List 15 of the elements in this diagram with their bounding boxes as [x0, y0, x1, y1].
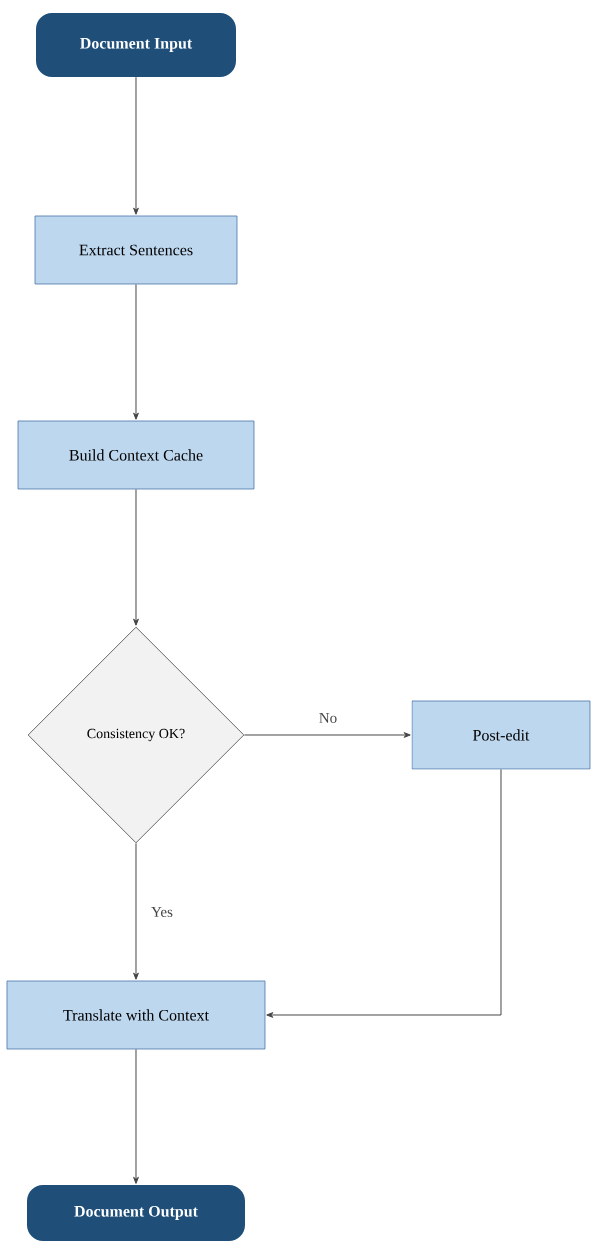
arrow — [243, 732, 411, 738]
arrow — [133, 488, 139, 626]
terminal-box: Document Input — [36, 13, 236, 77]
process-box: Post-edit — [411, 700, 591, 770]
process-box: Build Context Cache — [17, 420, 255, 490]
arrow — [133, 283, 139, 420]
edge-label: No — [316, 711, 340, 725]
process-box: Translate with Context — [6, 980, 266, 1050]
terminal-box: Document Output — [27, 1185, 245, 1241]
edge-label: Yes — [149, 905, 175, 919]
process-box: Extract Sentences — [34, 215, 238, 285]
arrow — [133, 76, 139, 215]
arrow — [266, 768, 502, 1018]
arrow — [133, 1048, 139, 1184]
arrow — [133, 842, 139, 980]
